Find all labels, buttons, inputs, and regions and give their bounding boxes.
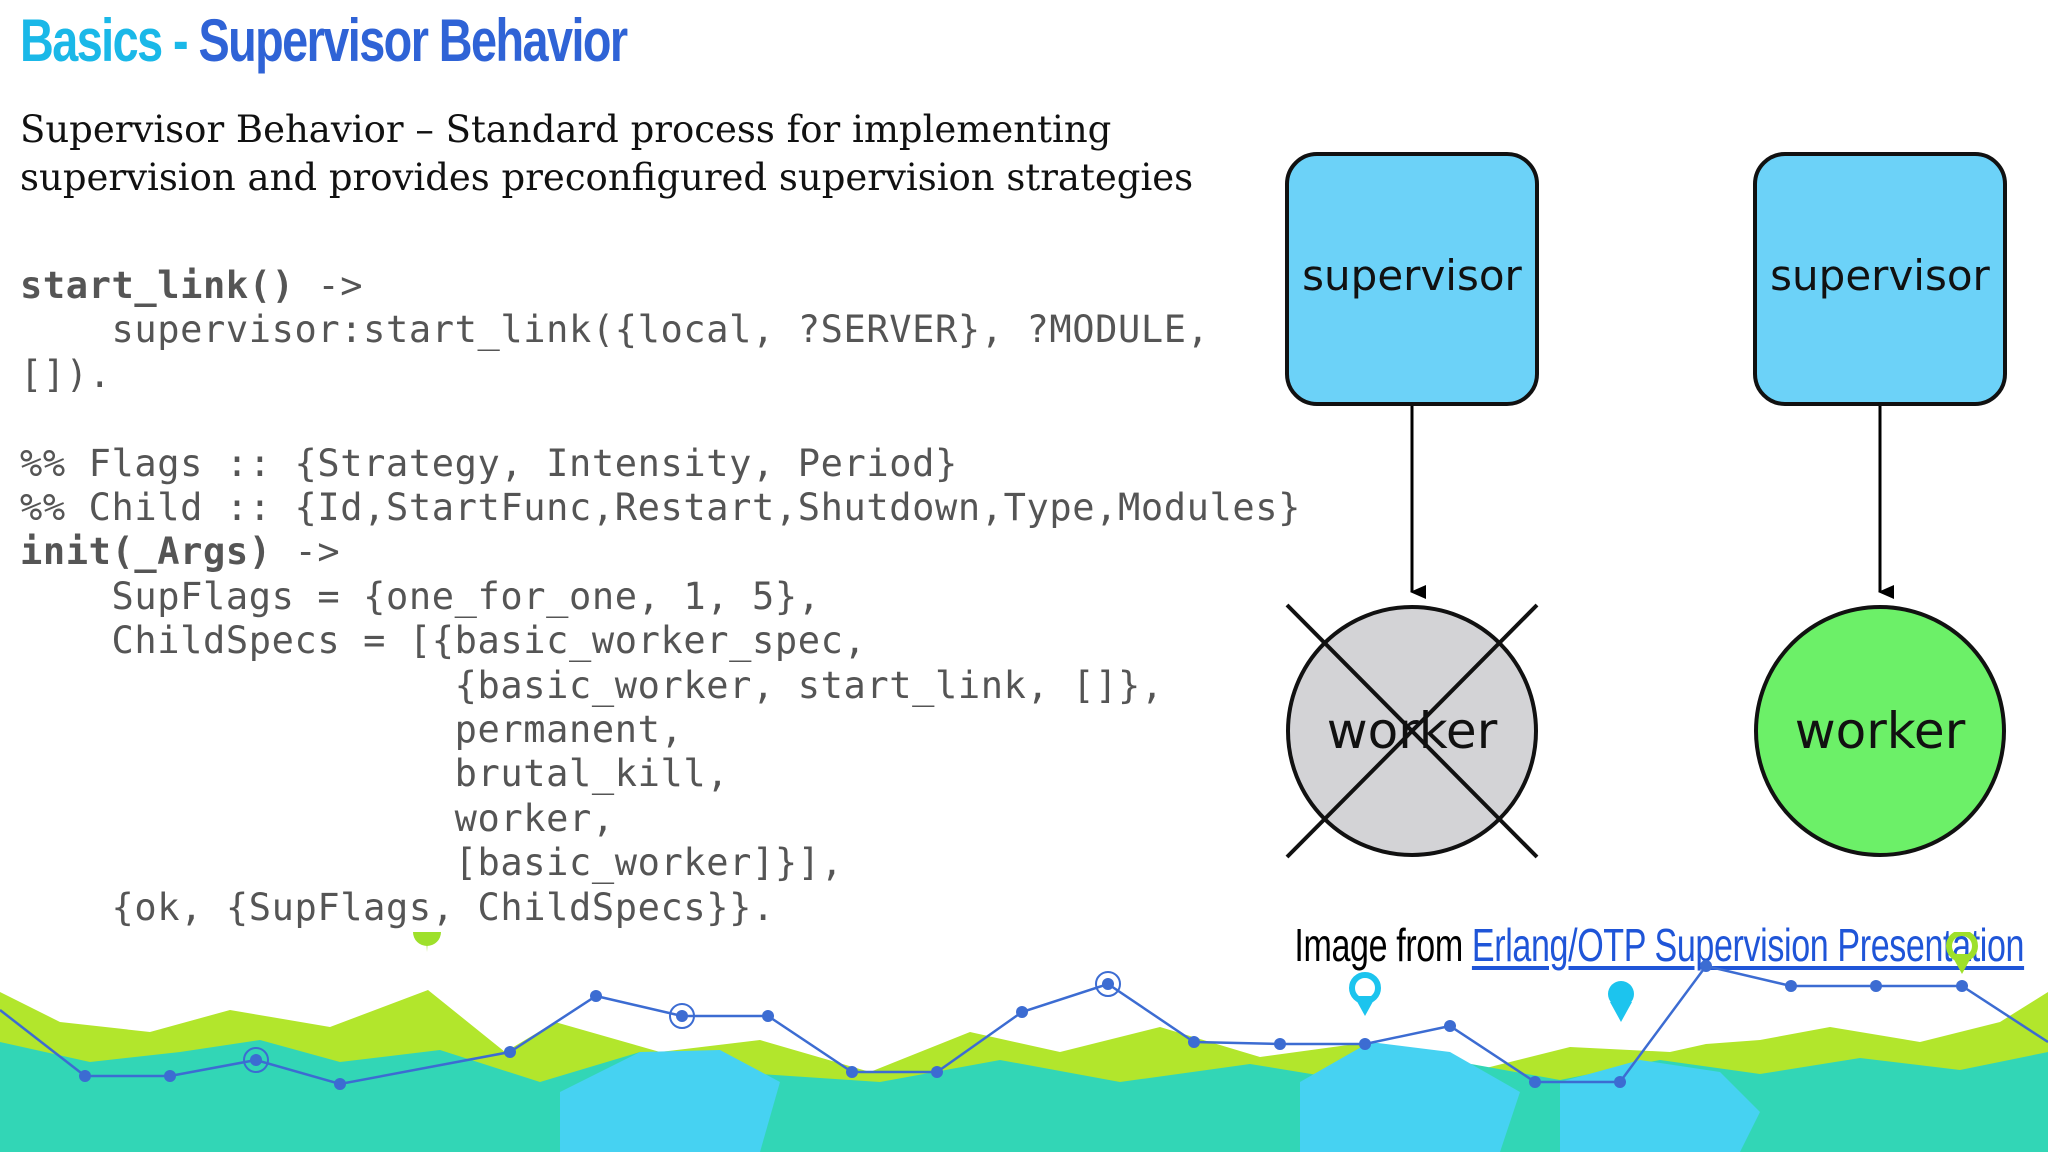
network-node <box>1785 980 1797 992</box>
footer-cyan-patch-2 <box>1300 1042 1520 1152</box>
slide-title: Basics - Supervisor Behavior <box>20 6 628 75</box>
footer-network-nodes <box>79 960 1968 1090</box>
supervisor-box-left: supervisor <box>1285 152 1539 406</box>
network-ring-node <box>669 1003 695 1029</box>
code-line: %% Child :: {Id,StartFunc,Restart,Shutdo… <box>20 486 1301 529</box>
code-block: start_link() -> supervisor:start_link({l… <box>20 264 1301 930</box>
network-node <box>1700 960 1712 972</box>
network-node <box>1102 978 1114 990</box>
map-pin-icon-cyan-2 <box>1608 981 1634 1022</box>
network-node <box>1016 1006 1028 1018</box>
network-node <box>504 1046 516 1058</box>
network-node <box>334 1078 346 1090</box>
worker-label-live: worker <box>1795 702 1966 760</box>
map-pin-icon-green-2 <box>1946 932 1978 974</box>
footer-ring-nodes <box>243 971 1121 1073</box>
presentation-link[interactable]: Erlang/OTP Supervision Presentation <box>1471 919 2025 971</box>
network-node <box>79 1070 91 1082</box>
code-line: [basic_worker]}], <box>20 841 844 884</box>
worker-circle-dead: worker <box>1285 603 1539 859</box>
subtitle-line-2: supervision and provides preconfigured s… <box>20 156 1194 199</box>
code-line: ChildSpecs = [{basic_worker_spec, <box>20 619 866 662</box>
code-line: {ok, {SupFlags, ChildSpecs}}. <box>20 886 775 929</box>
network-node <box>762 1010 774 1022</box>
code-text: %% Flags :: {Strategy, Intensity, Period… <box>20 441 958 485</box>
title-part-basics: Basics - <box>20 7 199 74</box>
code-text: -> <box>271 530 341 574</box>
code-text: -> <box>294 264 364 307</box>
code-text: SupFlags = {one_for_one, 1, 5}, <box>20 574 821 618</box>
network-ring-node <box>243 1047 269 1073</box>
map-pin-icon-green-1 <box>413 932 441 952</box>
code-line: []). <box>20 353 112 396</box>
network-ring-node <box>1095 971 1121 997</box>
worker-circle-live: worker <box>1754 605 2006 857</box>
code-text: {basic_worker, start_link, []}, <box>20 663 1164 707</box>
code-text: %% Child :: {Id,StartFunc,Restart,Shutdo… <box>20 486 1302 530</box>
code-text: [basic_worker]}], <box>20 841 844 885</box>
code-text: ChildSpecs = [{basic_worker_spec, <box>20 619 867 663</box>
code-line: {basic_worker, start_link, []}, <box>20 664 1164 707</box>
network-node <box>676 1010 688 1022</box>
supervisor-label-right: supervisor <box>1770 251 1990 300</box>
code-line: permanent, <box>20 708 683 751</box>
title-part-supervisor-behavior: Supervisor Behavior <box>198 7 628 74</box>
supervisor-box-right: supervisor <box>1753 152 2007 406</box>
code-text: []). <box>20 352 112 396</box>
code-line: %% Flags :: {Strategy, Intensity, Period… <box>20 442 958 485</box>
code-text: worker, <box>20 796 615 840</box>
code-text: supervisor:start_link({local, ?SERVER}, … <box>20 308 1210 352</box>
code-keyword: start_link() <box>20 264 295 307</box>
footer-cyan-patch-1 <box>560 1050 780 1152</box>
supervisor-box-left-shape <box>1285 152 1539 406</box>
code-line: start_link() -> <box>20 264 363 307</box>
network-node <box>1614 1076 1626 1088</box>
code-line: worker, <box>20 797 615 840</box>
code-text: permanent, <box>20 708 684 752</box>
image-caption: Image from Erlang/OTP Supervision Presen… <box>1294 918 2024 972</box>
network-node <box>250 1054 262 1066</box>
code-line: init(_Args) -> <box>20 530 340 573</box>
network-node <box>1870 980 1882 992</box>
code-line: brutal_kill, <box>20 752 729 795</box>
network-node <box>846 1066 858 1078</box>
network-node <box>1359 1038 1371 1050</box>
network-node <box>164 1070 176 1082</box>
slide-subtitle: Supervisor Behavior – Standard process f… <box>20 106 1260 202</box>
map-pin-icon-cyan-1 <box>1349 972 1381 1016</box>
subtitle-line-1: Supervisor Behavior – Standard process f… <box>20 108 1112 151</box>
worker-circle-live-shape <box>1754 605 2006 857</box>
network-node <box>931 1066 943 1078</box>
supervisor-label-left: supervisor <box>1302 251 1522 300</box>
caption-prefix: Image from <box>1294 919 1472 971</box>
code-text: brutal_kill, <box>20 752 730 796</box>
network-node <box>1188 1036 1200 1048</box>
network-node <box>1444 1020 1456 1032</box>
footer-teal-band <box>0 1040 2048 1152</box>
network-node <box>1274 1038 1286 1050</box>
network-node <box>1529 1076 1541 1088</box>
code-line: supervisor:start_link({local, ?SERVER}, … <box>20 308 1210 351</box>
code-text: {ok, {SupFlags, ChildSpecs}}. <box>20 885 775 929</box>
cross-mark-line-2 <box>1285 603 1539 859</box>
supervision-diagram: supervisor worker supervisor worker <box>1285 152 2007 859</box>
code-line: SupFlags = {one_for_one, 1, 5}, <box>20 575 821 618</box>
code-keyword: init(_Args) <box>20 530 272 574</box>
decorative-footer <box>0 932 2048 1152</box>
supervisor-box-right-shape <box>1753 152 2007 406</box>
network-node <box>590 990 602 1002</box>
footer-network-line <box>0 964 2048 1086</box>
network-node <box>1956 980 1968 992</box>
